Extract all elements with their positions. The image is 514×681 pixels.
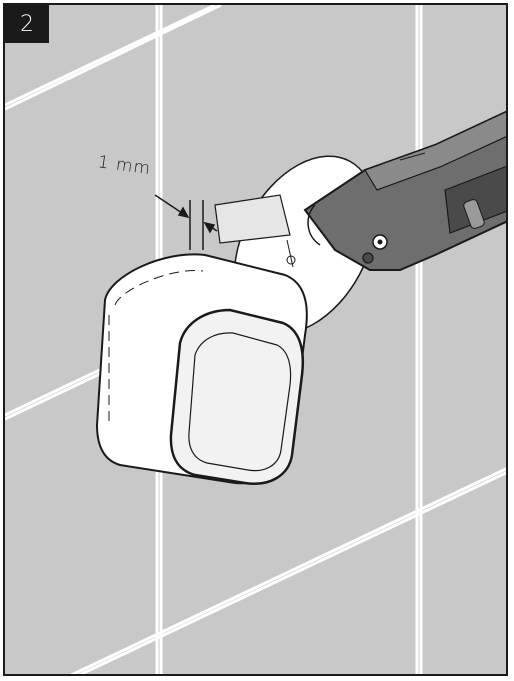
illustration-frame: 2 1 mm <box>3 3 508 676</box>
dimension-arrow <box>154 194 218 250</box>
step-number-badge: 2 <box>5 5 49 43</box>
oscillating-multi-tool <box>303 110 506 271</box>
electrical-junction-box <box>95 253 308 486</box>
illustration-canvas <box>5 5 506 674</box>
tile-grout-lines <box>5 5 506 674</box>
